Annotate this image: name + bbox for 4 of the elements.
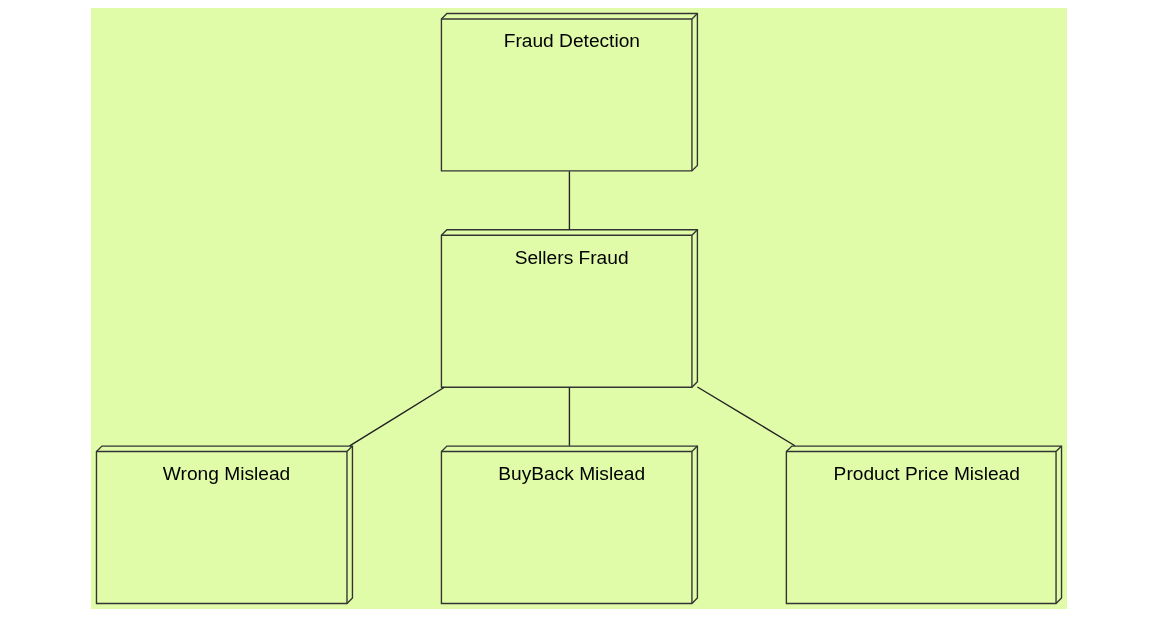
connector [696, 386, 796, 447]
connector [348, 386, 446, 447]
connector [568, 386, 571, 447]
connector [568, 170, 571, 231]
